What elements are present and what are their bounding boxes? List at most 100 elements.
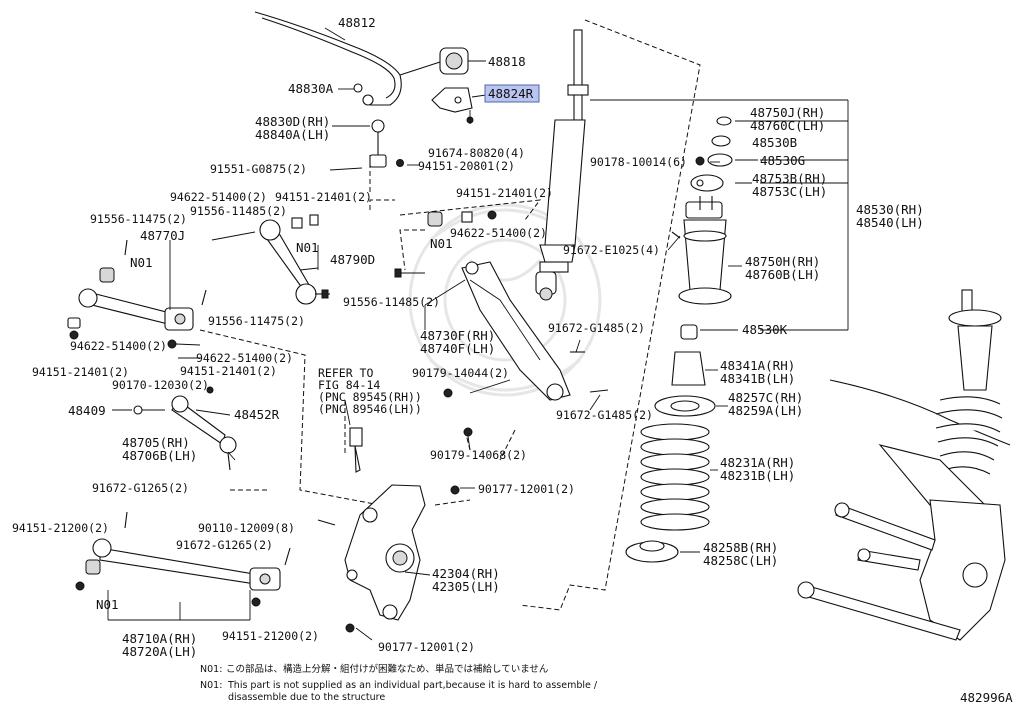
label-91556-11475-b[interactable]: 91556-11475(2) [208,314,305,328]
label-48812[interactable]: 48812 [338,15,376,30]
label-48720a[interactable]: 48720A(LH) [122,644,197,659]
spring-seat-upper [654,395,716,417]
label-48818[interactable]: 48818 [488,54,526,69]
label-48452r[interactable]: 48452R [234,407,280,422]
label-94622-mid[interactable]: 94622-51400(2) [450,226,547,240]
label-94622-left[interactable]: 94622-51400(2) [70,339,167,353]
label-48409[interactable]: 48409 [68,403,106,418]
label-94151-21200-b[interactable]: 94151-21200(2) [222,629,319,643]
label-90179-14068[interactable]: 90179-14068(2) [430,448,527,462]
spring-seat-lower [625,540,679,563]
highlight-box-48824r [484,84,540,103]
label-91672-g1265-a[interactable]: 91672-G1265(2) [92,481,189,495]
strut-upper-48750h [671,219,732,305]
label-91674[interactable]: 91674-80820(4) [428,146,525,160]
refer-line-1: REFER TO [318,366,373,380]
refer-line-2: FIG 84-14 [318,378,380,392]
label-90170[interactable]: 90170-12030(2) [112,378,209,392]
label-91556-11485-a[interactable]: 91556-11485(2) [190,204,287,218]
label-91551[interactable]: 91551-G0875(2) [210,162,307,176]
label-48790d[interactable]: 48790D [330,252,375,267]
label-n01-b: N01 [296,240,319,255]
note-en-key: N01: [200,680,222,691]
label-48760b[interactable]: 48760B(LH) [745,267,820,282]
label-48740f[interactable]: 48740F(LH) [420,341,495,356]
label-48257c[interactable]: 48257C(RH) [728,390,803,405]
label-94622-top[interactable]: 94622-51400(2) [170,190,267,204]
label-91556-11485-b[interactable]: 91556-11485(2) [343,295,440,309]
link-48452r [133,386,237,471]
knuckle-42304 [317,484,460,633]
label-48706b[interactable]: 48706B(LH) [122,448,197,463]
label-90178[interactable]: 90178-10014(6) [590,155,687,169]
dashed-outlines [199,19,701,611]
footnotes: N01: この部品は、構造上分解・組付けが困難なため、単品では補給していません … [200,663,598,703]
label-48341a[interactable]: 48341A(RH) [720,358,795,373]
note-en-text-2: disassemble due to the structure [228,692,385,703]
label-42304[interactable]: 42304(RH) [432,566,500,581]
label-48730f[interactable]: 48730F(RH) [420,328,495,343]
label-42305[interactable]: 42305(LH) [432,579,500,594]
label-48840a[interactable]: 48840A(LH) [255,127,330,142]
shock-absorber [535,29,589,301]
label-48750j[interactable]: 48750J(RH) [750,105,825,120]
label-48760c[interactable]: 48760C(LH) [750,118,825,133]
trailing-arm-48730f [427,210,609,437]
label-48753c[interactable]: 48753C(LH) [752,184,827,199]
figure-id: 482996A [960,690,1013,705]
label-48830a[interactable]: 48830A [288,81,334,96]
label-48231b[interactable]: 48231B(LH) [720,468,795,483]
label-94622-left2[interactable]: 94622-51400(2) [196,351,293,365]
label-48710a[interactable]: 48710A(RH) [122,631,197,646]
part-labels: 48812 48818 48830A 48824R 48830D(RH) 488… [12,15,1013,705]
label-48750h[interactable]: 48750H(RH) [745,254,820,269]
abs-sensor [349,427,363,473]
coil-spring-48231 [640,423,710,531]
watermark-emblem [408,203,602,397]
label-48824r[interactable]: 48824R [488,86,534,101]
label-94151-top[interactable]: 94151-21401(2) [275,190,372,204]
label-48530g[interactable]: 48530G [760,153,805,168]
label-91556-11475-a[interactable]: 91556-11475(2) [90,212,187,226]
label-91672-g1265-b[interactable]: 91672-G1265(2) [176,538,273,552]
refer-line-4: (PNC 89546(LH)) [318,402,422,416]
label-48770j[interactable]: 48770J [140,228,185,243]
label-48540[interactable]: 48540(LH) [856,215,924,230]
leader-lines [107,27,849,641]
assembled-suspension-view [797,289,1011,641]
stabilizer-bushing-48818 [439,47,469,75]
label-91672-g1485-a[interactable]: 91672-G1485(2) [548,321,645,335]
label-94151-20801[interactable]: 94151-20801(2) [418,159,515,173]
bound-stopper [671,324,706,386]
label-94151-21200-a[interactable]: 94151-21200(2) [12,521,109,535]
label-n01-a: N01 [430,236,453,251]
note-en-text-1: This part is not supplied as an individu… [227,680,598,691]
note-jp-text: この部品は、構造上分解・組付けが困難なため、単品では補給していません [226,663,548,675]
label-48530b[interactable]: 48530B [752,135,797,150]
label-48259a[interactable]: 48259A(LH) [728,403,803,418]
label-48258b[interactable]: 48258B(RH) [703,540,778,555]
upper-mount-parts [685,116,733,219]
refer-line-3: (PNC 89545(RH)) [318,390,422,404]
label-48830d[interactable]: 48830D(RH) [255,114,330,129]
label-90110[interactable]: 90110-12009(8) [198,521,295,535]
label-90177-top[interactable]: 90177-12001(2) [478,482,575,496]
label-94151-left2[interactable]: 94151-21401(2) [180,364,277,378]
label-48530[interactable]: 48530(RH) [856,202,924,217]
upper-arm-48790d [211,214,425,305]
label-90179-14044[interactable]: 90179-14044(2) [412,366,509,380]
label-48231a[interactable]: 48231A(RH) [720,455,795,470]
label-48705[interactable]: 48705(RH) [122,435,190,450]
label-48341b[interactable]: 48341B(LH) [720,371,795,386]
label-94151-left[interactable]: 94151-21401(2) [32,365,129,379]
lower-link-48710a [75,511,291,607]
label-48530k[interactable]: 48530K [742,322,788,337]
label-90177-bot[interactable]: 90177-12001(2) [378,640,475,654]
stabilizer-bar [254,11,441,106]
label-91672-e1025[interactable]: 91672-E1025(4) [563,243,660,257]
label-48753b[interactable]: 48753B(RH) [752,171,827,186]
label-91672-g1485-b[interactable]: 91672-G1485(2) [556,408,653,422]
label-94151-mid[interactable]: 94151-21401(2) [456,186,553,200]
label-48258c[interactable]: 48258C(LH) [703,553,778,568]
